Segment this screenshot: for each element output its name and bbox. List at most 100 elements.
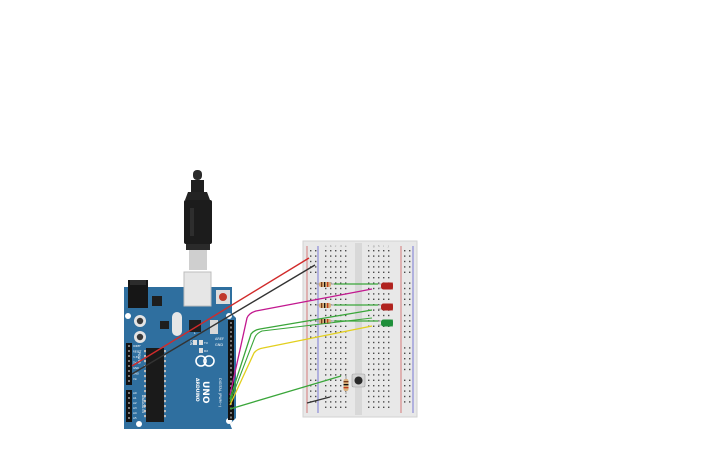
breadboard-hole[interactable]	[373, 293, 375, 295]
wire-green-1[interactable]	[229, 309, 373, 400]
breadboard-hole[interactable]	[325, 314, 327, 317]
breadboard-hole[interactable]	[335, 271, 337, 273]
rail-hole[interactable]	[404, 266, 406, 268]
header-pin[interactable]	[128, 355, 130, 357]
breadboard-hole[interactable]	[340, 309, 342, 311]
rail-hole[interactable]	[310, 358, 312, 360]
breadboard-hole[interactable]	[335, 309, 337, 311]
breadboard-hole[interactable]	[378, 336, 380, 338]
rail-hole[interactable]	[310, 347, 312, 349]
breadboard-hole[interactable]	[388, 298, 390, 300]
rail-hole[interactable]	[404, 395, 406, 398]
rail-hole[interactable]	[409, 352, 411, 354]
breadboard-hole[interactable]	[345, 374, 347, 376]
breadboard-hole[interactable]	[368, 347, 370, 349]
rail-hole[interactable]	[409, 255, 411, 257]
breadboard-hole[interactable]	[378, 379, 380, 381]
breadboard-hole[interactable]	[373, 358, 375, 360]
header-pin[interactable]	[230, 367, 232, 369]
rail-hole[interactable]	[310, 368, 312, 371]
header-pin[interactable]	[230, 331, 232, 333]
rail-hole[interactable]	[409, 385, 411, 387]
wire-black[interactable]	[131, 264, 316, 375]
breadboard-hole[interactable]	[383, 298, 385, 300]
breadboard-hole[interactable]	[345, 287, 347, 290]
breadboard-hole[interactable]	[388, 250, 390, 252]
breadboard-hole[interactable]	[373, 395, 375, 398]
breadboard-hole[interactable]	[340, 358, 342, 360]
breadboard-hole[interactable]	[335, 260, 337, 263]
breadboard-hole[interactable]	[388, 358, 390, 360]
rail-hole[interactable]	[310, 363, 312, 365]
header-pin[interactable]	[230, 326, 232, 329]
breadboard-hole[interactable]	[345, 401, 347, 403]
rail-hole[interactable]	[404, 271, 406, 273]
rail-hole[interactable]	[310, 336, 312, 338]
breadboard-hole[interactable]	[378, 390, 380, 392]
breadboard-hole[interactable]	[345, 352, 347, 354]
breadboard-hole[interactable]	[325, 293, 327, 295]
breadboard-hole[interactable]	[368, 314, 370, 317]
breadboard-hole[interactable]	[340, 352, 342, 354]
breadboard-hole[interactable]	[345, 255, 347, 257]
breadboard-hole[interactable]	[373, 390, 375, 392]
rail-hole[interactable]	[409, 368, 411, 371]
header-pin[interactable]	[230, 362, 232, 365]
rail-hole[interactable]	[404, 331, 406, 333]
rail-hole[interactable]	[315, 260, 317, 263]
breadboard-hole[interactable]	[368, 255, 370, 257]
breadboard-hole[interactable]	[345, 358, 347, 360]
rail-hole[interactable]	[315, 358, 317, 360]
breadboard-hole[interactable]	[378, 331, 380, 333]
breadboard-hole[interactable]	[330, 385, 332, 387]
breadboard-hole[interactable]	[325, 374, 327, 376]
header-pin[interactable]	[128, 370, 130, 372]
breadboard-hole[interactable]	[335, 277, 337, 279]
rail-hole[interactable]	[315, 363, 317, 365]
breadboard-hole[interactable]	[373, 385, 375, 387]
rail-hole[interactable]	[310, 314, 312, 317]
breadboard-hole[interactable]	[330, 309, 332, 311]
breadboard-hole[interactable]	[325, 336, 327, 338]
breadboard-hole[interactable]	[368, 282, 370, 284]
rail-hole[interactable]	[404, 401, 406, 403]
header-pin[interactable]	[230, 371, 232, 374]
breadboard-hole[interactable]	[335, 352, 337, 354]
breadboard-hole[interactable]	[368, 358, 370, 360]
wire-green-3[interactable]	[229, 375, 342, 410]
breadboard-hole[interactable]	[340, 250, 342, 252]
rail-hole[interactable]	[310, 325, 312, 327]
breadboard-hole[interactable]	[383, 406, 385, 408]
breadboard-hole[interactable]	[330, 266, 332, 268]
breadboard-hole[interactable]	[373, 298, 375, 300]
breadboard-hole[interactable]	[368, 287, 370, 290]
rail-hole[interactable]	[409, 331, 411, 333]
rail-hole[interactable]	[409, 363, 411, 365]
breadboard-hole[interactable]	[368, 298, 370, 300]
rail-hole[interactable]	[409, 390, 411, 392]
wires[interactable]	[131, 257, 373, 410]
rail-hole[interactable]	[315, 304, 317, 306]
header-pin[interactable]	[128, 345, 130, 347]
breadboard-hole[interactable]	[330, 255, 332, 257]
rail-hole[interactable]	[404, 304, 406, 306]
breadboard-hole[interactable]	[383, 341, 385, 344]
header-pin[interactable]	[128, 360, 130, 362]
breadboard-hole[interactable]	[368, 260, 370, 263]
breadboard-hole[interactable]	[378, 260, 380, 263]
breadboard-hole[interactable]	[335, 325, 337, 327]
header-pin[interactable]	[128, 397, 130, 399]
rail-hole[interactable]	[310, 390, 312, 392]
breadboard-hole[interactable]	[330, 363, 332, 365]
header-pin[interactable]	[230, 412, 232, 414]
breadboard-hole[interactable]	[325, 277, 327, 279]
breadboard-hole[interactable]	[373, 347, 375, 349]
wire-yellow[interactable]	[229, 325, 373, 406]
breadboard-hole[interactable]	[335, 341, 337, 344]
breadboard-hole[interactable]	[325, 363, 327, 365]
breadboard-hole[interactable]	[373, 325, 375, 327]
breadboard-hole[interactable]	[325, 395, 327, 398]
breadboard-hole[interactable]	[378, 385, 380, 387]
breadboard-hole[interactable]	[325, 309, 327, 311]
header-pin[interactable]	[128, 375, 130, 377]
